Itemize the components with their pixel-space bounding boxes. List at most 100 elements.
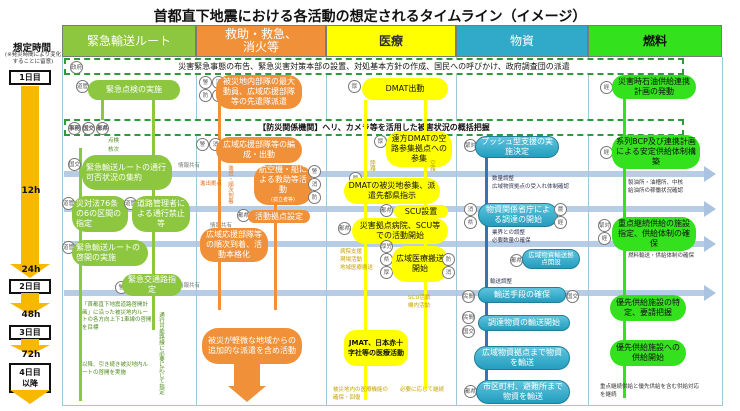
info-share-bar [64, 171, 704, 177]
supplies-step-procurement-start: 物資関係省庁による調達の開始 [478, 203, 558, 227]
column-divider [196, 57, 197, 406]
rescue-step-air-sea-rescue-sub: (孤立者等) [271, 197, 295, 203]
agency-badge: 厚労 [380, 240, 393, 253]
day-4-label: 4日目以降 [9, 363, 51, 393]
time-axis-note: (※発災時間により変化することに留意) [4, 52, 62, 65]
agency-badge: 国交 [566, 290, 579, 303]
hour-mark-72h: 72h [21, 350, 41, 360]
agency-badge: 警 [196, 138, 209, 151]
rescue-big-arrow-head [228, 386, 266, 402]
medical-flow-line [424, 100, 427, 390]
supplies-note-transport: 輸送調整 [490, 279, 513, 285]
column-header-route: 緊急輸送ルート [62, 25, 196, 57]
agency-badge: 事務 [68, 122, 81, 135]
agency-badge: 緊対 [598, 219, 611, 232]
rescue-big-arrow-shaft [234, 364, 260, 386]
agency-badge: 民間 [462, 311, 475, 324]
info-share-arrow-head [704, 236, 716, 252]
route-step-section-designation: 災対法76条の6の区間の指定 [72, 196, 128, 232]
medical-note-hospital: 病院支援 現場活動 地域医療搬送 [340, 249, 374, 271]
time-arrow-head [10, 264, 50, 278]
medical-note-final-right: 必要に応じて継続 [400, 387, 445, 393]
supplies-step-push-support: プッシュ型支援の実施決定 [475, 136, 559, 158]
medical-note-air: 空路 [429, 160, 435, 171]
medical-step-dmat-assembly: DMATの被災地参集、派遣先都県指示 [344, 178, 440, 204]
medical-flow-line [364, 100, 367, 400]
rescue-step-base-setup: 活動拠点設定 [248, 210, 310, 223]
route-flow-line [79, 148, 82, 401]
supplies-step-to-shelters: 市区町村、避難所まで物資を輸送 [476, 380, 570, 404]
column-header-rescue: 救助・救急、消火等 [196, 25, 326, 57]
info-share-label: 情報共有 [178, 163, 201, 169]
route-note-inspection: 点検 核次 [108, 138, 120, 153]
route-step-route-clearance: 緊急輸送ルートの啓開の実施 [72, 240, 148, 266]
time-arrow-head [10, 390, 50, 404]
supplies-note-qty: 数量調整 広域物資拠点の受入れ体制確認 [492, 176, 570, 190]
agency-badge: 防 [308, 191, 321, 204]
route-note-plan: 「首都直下地震道路啓開計画」に沿った被災地内ルートの各方向上下1車線の啓開を目標 [82, 302, 152, 331]
agency-badge: 道管 [76, 80, 89, 93]
supplies-step-transport-secure: 輸送手段の確保 [478, 287, 566, 303]
info-share-label: 情報共有 [210, 223, 233, 229]
info-share-arrow-head [704, 285, 716, 301]
time-arrow-head [10, 303, 50, 315]
disaster-agency-banner: 事務 国交 都県 【防災関係機関】ヘリ、カメラ等を活用した被害状況の概括把握 [64, 119, 684, 136]
agency-badge: 経 [554, 216, 567, 229]
fuel-step-bcp: 系列BCP及び連携計画による安定供給体制構築 [612, 135, 700, 169]
agency-badge: 政府 [70, 61, 83, 74]
agency-badge: 消 [442, 266, 455, 279]
agency-badge: 警 [199, 76, 212, 89]
supplies-step-procured-goods-transport: 調達物資の輸送開始 [478, 315, 570, 331]
supplies-step-hub-open: 広域物資輸送拠点開設 [522, 249, 580, 269]
rescue-note-vertical: 進出・順次到着 [227, 165, 233, 204]
time-arrow-shaft [21, 339, 39, 347]
route-note-vertical: 通行可能路線に必要に応じて指定 [158, 312, 164, 395]
route-step-emergency-traffic-route: 緊急交通路指定 [122, 274, 182, 296]
agency-badge: 消 [464, 203, 477, 216]
agency-badge: 都県 [96, 122, 109, 135]
route-step-route-status: 緊急輸送ルートの通行可否状況の集約 [82, 155, 172, 190]
agency-badge: 県 [464, 216, 477, 229]
info-share-label: 情報共有 [178, 283, 201, 289]
column-header-supplies: 物資 [456, 25, 588, 57]
medical-step-scu-setup: SCU設置 [394, 205, 448, 218]
disaster-agency-banner-text: 【防災関係機関】ヘリ、カメラ等を活用した被害状況の概括把握 [258, 123, 490, 132]
info-share-arrow-head [704, 201, 716, 217]
day-2-label: 2日目 [9, 279, 51, 294]
route-flow-line [101, 100, 104, 120]
medical-step-remote-dmat: 遠方DMATの空路参集拠点への参集 [386, 131, 452, 167]
rescue-flow-line [274, 180, 277, 310]
day-3-label: 3日目 [9, 325, 51, 340]
grid-bottom [62, 405, 722, 406]
agency-badge: 道管 [62, 241, 75, 254]
route-step-emergency-inspection: 緊急点検の実施 [88, 80, 180, 100]
supplies-step-to-regional-hub: 広域物資拠点まで物資を輸送 [474, 346, 570, 370]
column-divider [456, 57, 457, 406]
route-note-continue: 以降、引き続き被災地内ルートの啓開を実施 [82, 362, 149, 376]
rescue-step-wide-area-deployment: 広域応援部隊等の編成・出動 [216, 137, 302, 163]
fuel-step-supply-plan: 災害時石油供給連携計画の発動 [612, 75, 696, 99]
agency-badge: 厚 [348, 80, 361, 93]
agency-badge: 国交 [68, 158, 81, 171]
time-arrow-shaft [21, 293, 39, 303]
hour-mark-48h: 48h [21, 310, 41, 320]
medical-step-hospital-activity: 災害拠点病院、SCU等での活動開始 [352, 218, 448, 244]
agency-badge: 防 [442, 253, 455, 266]
rescue-flow-line [218, 100, 221, 310]
supplies-note-industry: 業界との調整 必要数量の確保 [492, 230, 531, 244]
info-share-arrow-head [704, 166, 716, 182]
fuel-note-refinery: 製油所・油槽所、中核給油所の稼働状況確認 [628, 180, 684, 194]
government-banner: 政府 災害緊急事態の布告、緊急災害対策本部の設置、対処基本方針の作成、国民への呼… [64, 58, 684, 75]
agency-badge: 国交 [82, 122, 95, 135]
medical-step-dmat-dispatch: DMAT出動 [362, 78, 448, 100]
supplies-flow-line [485, 156, 488, 390]
rescue-step-air-sea-rescue: 航空機・船による救助等活動 (孤立者等) [254, 165, 312, 205]
agency-badge: 都県 [380, 204, 393, 217]
day-1-label: 1日目 [9, 70, 51, 85]
column-divider [62, 57, 63, 406]
route-step-traffic-restriction: 道路管理者による通行禁止等 [132, 196, 190, 232]
fuel-step-identify-priority: 優先供給施設の特定、要請把握 [610, 295, 686, 321]
rescue-step-full-scale-activity: 広域応援部隊等の順次到着、活動本格化 [200, 228, 268, 262]
rescue-step-initial-dispatch: 被災地内部隊の最大動員、広域応援部隊等の先遣隊派遣 [216, 75, 302, 109]
rescue-step-additional-dispatch: 被災が軽微な地域からの追加的な派遣を含め活動 [202, 328, 302, 364]
